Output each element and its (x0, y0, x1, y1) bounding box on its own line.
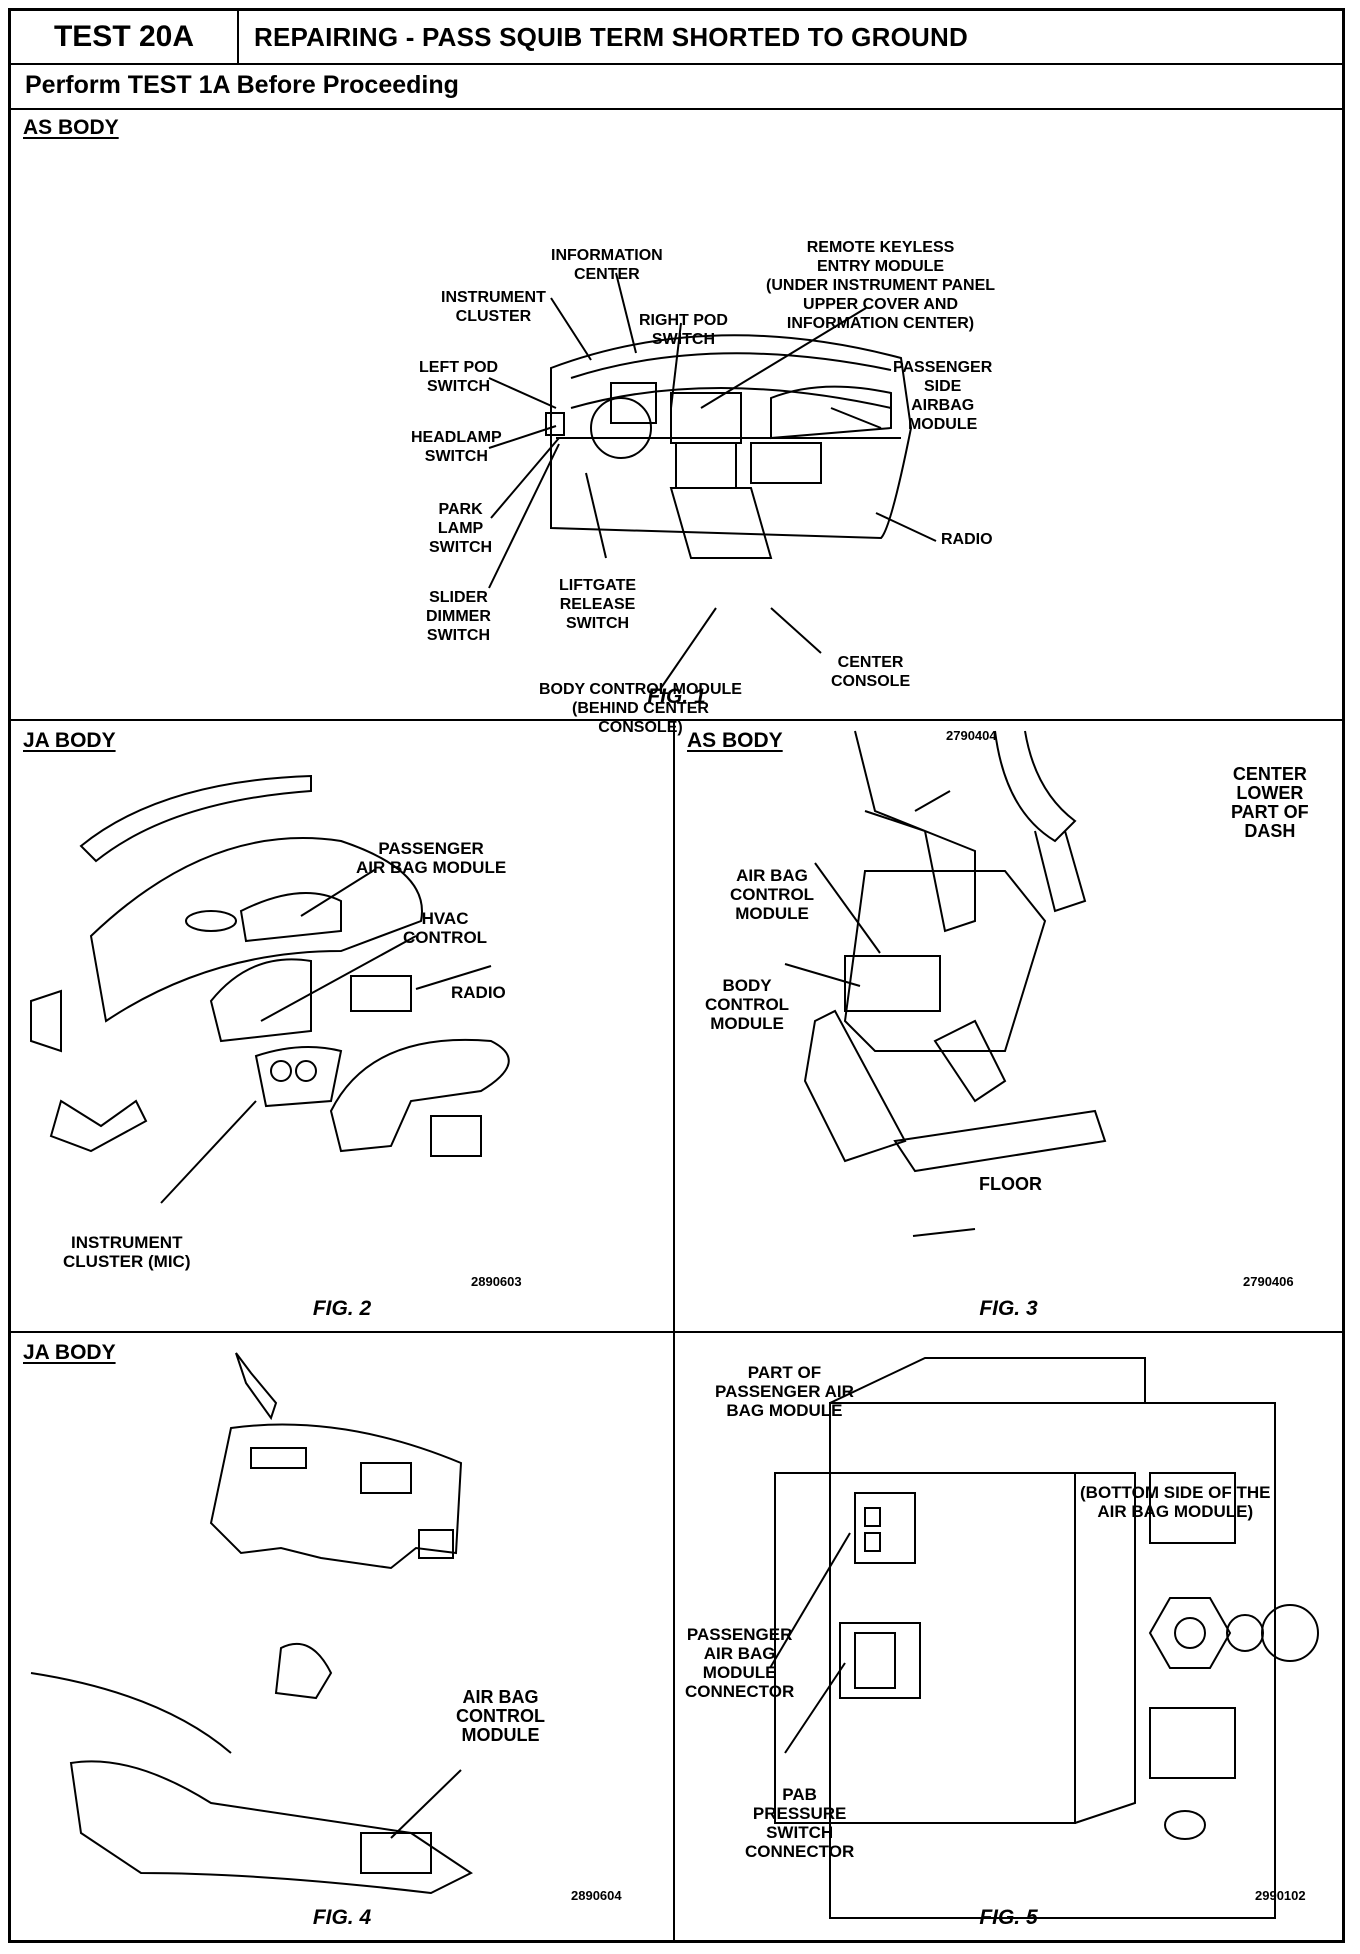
label-center-console: CENTER CONSOLE (831, 654, 911, 690)
fig4-body-label: JA BODY (23, 1341, 116, 1364)
console-and-acm-illustration (30, 1352, 473, 1895)
label-bottom-side-of-air-bag-module: (BOTTOM SIDE OF THE AIR BAG MODULE) (1080, 1483, 1271, 1521)
label-information-center: INFORMATION CENTER (551, 247, 663, 283)
dashboard-illustration (545, 334, 913, 559)
label-park-lamp-switch: PARK LAMP SWITCH (429, 501, 493, 556)
label-radio: RADIO (941, 531, 993, 548)
test-id: TEST 20A (11, 11, 239, 63)
label-center-lower-part-of-dash: CENTER LOWER PART OF DASH (1231, 764, 1309, 841)
test-page: TEST 20A REPAIRING - PASS SQUIB TERM SHO… (8, 8, 1345, 1943)
label-air-bag-control-module-fig4: AIR BAG CONTROL MODULE (456, 1687, 545, 1745)
instruction-text: Perform TEST 1A Before Proceeding (25, 71, 459, 99)
fig4-leaders (390, 1769, 462, 1839)
label-body-control-module-fig3: BODY CONTROL MODULE (705, 976, 790, 1033)
label-body-control-module: BODY CONTROL MODULE (BEHIND CENTER CONSO… (539, 681, 742, 736)
label-passenger-side-airbag-module: PASSENGER SIDE AIRBAG MODULE (893, 359, 993, 433)
label-part-of-passenger-air-bag-module: PART OF PASSENGER AIR BAG MODULE (715, 1363, 854, 1420)
figure-5-panel: PART OF PASSENGER AIR BAG MODULE (BOTTOM… (675, 1333, 1342, 1940)
airbag-module-bottom-illustration (774, 1357, 1319, 1919)
figure-1-panel: AS BODY (11, 108, 1342, 743)
figure-4-panel: JA BODY AIR BAG CONTROL MODULE 2890604 F… (11, 1333, 675, 1940)
fig1-body-label: AS BODY (23, 116, 119, 139)
label-right-pod-switch: RIGHT POD SWITCH (639, 312, 728, 348)
fig4-code: 2890604 (571, 1888, 622, 1903)
label-left-pod-switch: LEFT POD SWITCH (419, 359, 499, 395)
header-row: TEST 20A REPAIRING - PASS SQUIB TERM SHO… (11, 11, 1342, 65)
label-air-bag-control-module: AIR BAG CONTROL MODULE (730, 866, 815, 923)
fig4-caption: FIG. 4 (312, 1906, 372, 1929)
fig2-code: 2890603 (471, 1274, 522, 1289)
label-instrument-cluster: INSTRUMENT CLUSTER (441, 289, 546, 325)
label-pab-pressure-switch-connector: PAB PRESSURE SWITCH CONNECTOR (745, 1785, 855, 1861)
figure-2-panel: JA BODY PASSENGER AIR BAG MODULE HVAC CO… (11, 721, 675, 1333)
fig2-body-label: JA BODY (23, 729, 116, 752)
label-passenger-air-bag-module-connector: PASSENGER AIR BAG MODULE CONNECTOR (685, 1625, 795, 1701)
fig3-leaders (784, 790, 976, 1237)
label-liftgate-release-switch: LIFTGATE RELEASE SWITCH (559, 577, 637, 632)
instrument-panel-exploded-illustration (30, 774, 510, 1157)
label-slider-dimmer-switch: SLIDER DIMMER SWITCH (426, 589, 491, 644)
label-hvac-control: HVAC CONTROL (403, 909, 488, 947)
label-remote-keyless-entry-module: REMOTE KEYLESS ENTRY MODULE (UNDER INSTR… (766, 239, 996, 332)
figure-3-panel: AS BODY CENTER LOWER PART OF DASH AIR BA… (675, 721, 1342, 1333)
instruction-row: Perform TEST 1A Before Proceeding (11, 63, 1342, 110)
fig5-leaders (769, 1532, 851, 1754)
fig5-caption: FIG. 5 (979, 1906, 1038, 1929)
label-floor: FLOOR (979, 1174, 1042, 1194)
airbag-control-module-mounting-illustration (803, 730, 1107, 1173)
fig2-leaders (160, 868, 492, 1204)
label-headlamp-switch: HEADLAMP SWITCH (411, 429, 502, 465)
test-title: REPAIRING - PASS SQUIB TERM SHORTED TO G… (254, 22, 968, 52)
label-passenger-air-bag-module: PASSENGER AIR BAG MODULE (356, 839, 507, 877)
fig1-caption: FIG. 1 (647, 685, 706, 708)
label-instrument-cluster-mic: INSTRUMENT CLUSTER (MIC) (63, 1233, 191, 1271)
fig1-leaders (488, 272, 937, 689)
fig2-caption: FIG. 2 (312, 1297, 372, 1320)
fig3-caption: FIG. 3 (979, 1297, 1038, 1320)
label-radio-fig2: RADIO (451, 983, 506, 1002)
fig3-body-label: AS BODY (687, 729, 783, 752)
fig3-code: 2790406 (1243, 1274, 1294, 1289)
fig1-code: 2790404 (946, 728, 997, 743)
fig5-code: 2990102 (1255, 1888, 1306, 1903)
